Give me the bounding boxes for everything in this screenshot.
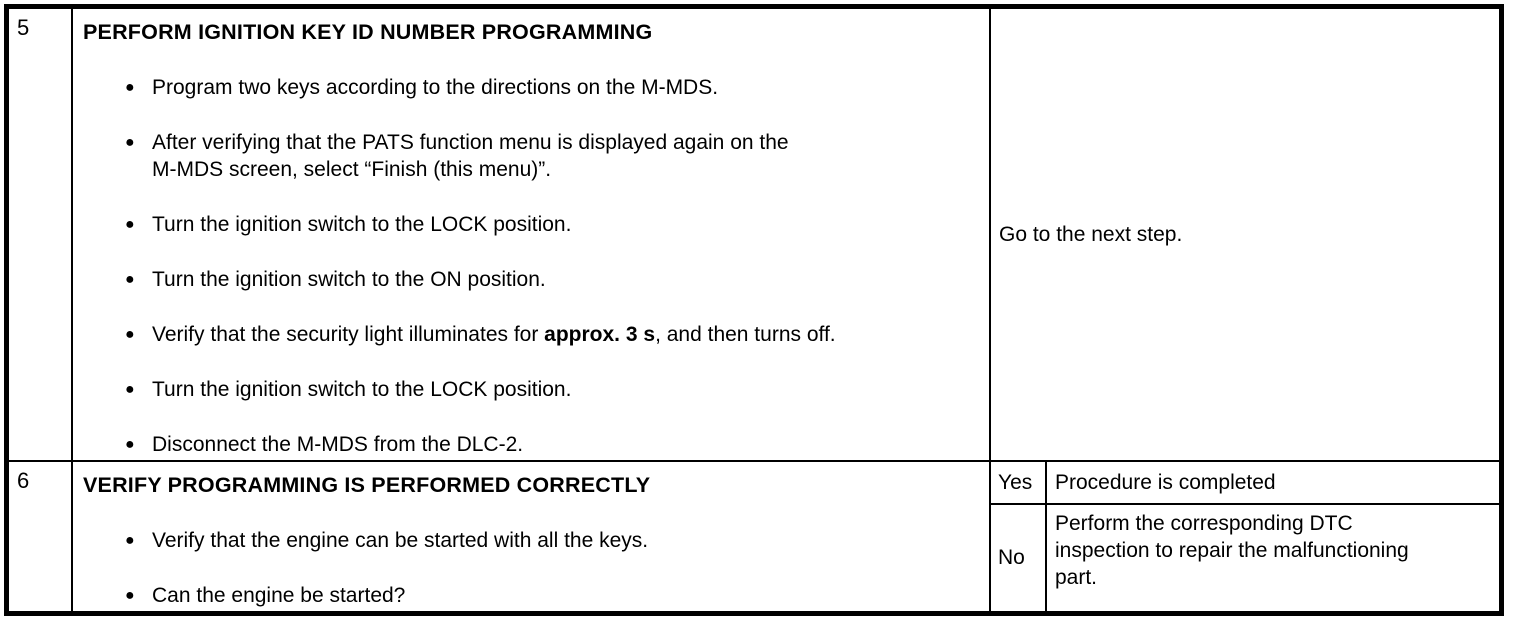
outcome-text-line: inspection to repair the malfunctioning [1055, 539, 1409, 562]
outcome-cell: Procedure is completed [1047, 462, 1499, 503]
result-cell: Go to the next step. [991, 9, 1499, 460]
bullet-item: Can the engine be started? [83, 582, 989, 609]
bullet-text: Verify that the security light illuminat… [152, 323, 545, 346]
action-bullet-list: Verify that the engine can be started wi… [83, 527, 989, 609]
bullet-item: Verify that the security light illuminat… [83, 321, 989, 348]
step-title: VERIFY PROGRAMMING IS PERFORMED CORRECTL… [83, 473, 651, 497]
outcome-text-line: Perform the corresponding DTC [1055, 512, 1353, 535]
table-row-step-5: 5 PERFORM IGNITION KEY ID NUMBER PROGRAM… [9, 9, 1499, 462]
bullet-item: Turn the ignition switch to the ON posit… [83, 266, 989, 293]
answer-cell: No [991, 505, 1047, 611]
bullet-text: Turn the ignition switch to the LOCK pos… [152, 213, 572, 236]
outcome-cell: Perform the corresponding DTC inspection… [1047, 505, 1499, 611]
bullet-item: Disconnect the M-MDS from the DLC-2. [83, 431, 989, 458]
answer-label: Yes [998, 470, 1033, 494]
bullet-item: Verify that the engine can be started wi… [83, 527, 989, 554]
result-cell: Yes Procedure is completed No Perform th… [991, 462, 1499, 611]
bullet-item: Program two keys according to the direct… [83, 74, 989, 101]
result-text: Go to the next step. [999, 223, 1183, 246]
bullet-text: Turn the ignition switch to the ON posit… [152, 268, 546, 291]
bullet-text-line: M-MDS screen, select “Finish (this menu)… [152, 158, 552, 181]
bullet-text: Verify that the engine can be started wi… [152, 529, 649, 552]
step-number: 5 [17, 15, 30, 40]
bullet-text: Disconnect the M-MDS from the DLC-2. [152, 433, 524, 456]
bullet-text: Program two keys according to the direct… [152, 76, 719, 99]
result-row-yes: Yes Procedure is completed [991, 462, 1499, 505]
bullet-text: Can the engine be started? [152, 584, 406, 607]
action-bullet-list: Program two keys according to the direct… [83, 74, 989, 458]
action-cell: PERFORM IGNITION KEY ID NUMBER PROGRAMMI… [73, 9, 991, 460]
bullet-text: , and then turns off. [655, 323, 836, 346]
bullet-item: Turn the ignition switch to the LOCK pos… [83, 211, 989, 238]
yes-no-results: Yes Procedure is completed No Perform th… [991, 462, 1499, 611]
outcome-text: Procedure is completed [1055, 471, 1276, 494]
action-cell: VERIFY PROGRAMMING IS PERFORMED CORRECTL… [73, 462, 991, 611]
bullet-text-line: After verifying that the PATS function m… [152, 131, 789, 154]
outcome-text-line: part. [1055, 566, 1098, 589]
result-row-no: No Perform the corresponding DTC inspect… [991, 505, 1499, 611]
bullet-text: Turn the ignition switch to the LOCK pos… [152, 378, 572, 401]
step-number: 6 [17, 468, 30, 493]
diagnostic-procedure-table: 5 PERFORM IGNITION KEY ID NUMBER PROGRAM… [4, 4, 1504, 616]
bullet-text-bold: approx. 3 s [544, 323, 656, 346]
step-title: PERFORM IGNITION KEY ID NUMBER PROGRAMMI… [83, 20, 653, 44]
step-number-cell: 5 [9, 9, 73, 460]
table-row-step-6: 6 VERIFY PROGRAMMING IS PERFORMED CORREC… [9, 462, 1499, 611]
answer-cell: Yes [991, 462, 1047, 503]
bullet-item: Turn the ignition switch to the LOCK pos… [83, 376, 989, 403]
bullet-item: After verifying that the PATS function m… [83, 129, 989, 183]
answer-label: No [998, 546, 1025, 569]
step-number-cell: 6 [9, 462, 73, 611]
